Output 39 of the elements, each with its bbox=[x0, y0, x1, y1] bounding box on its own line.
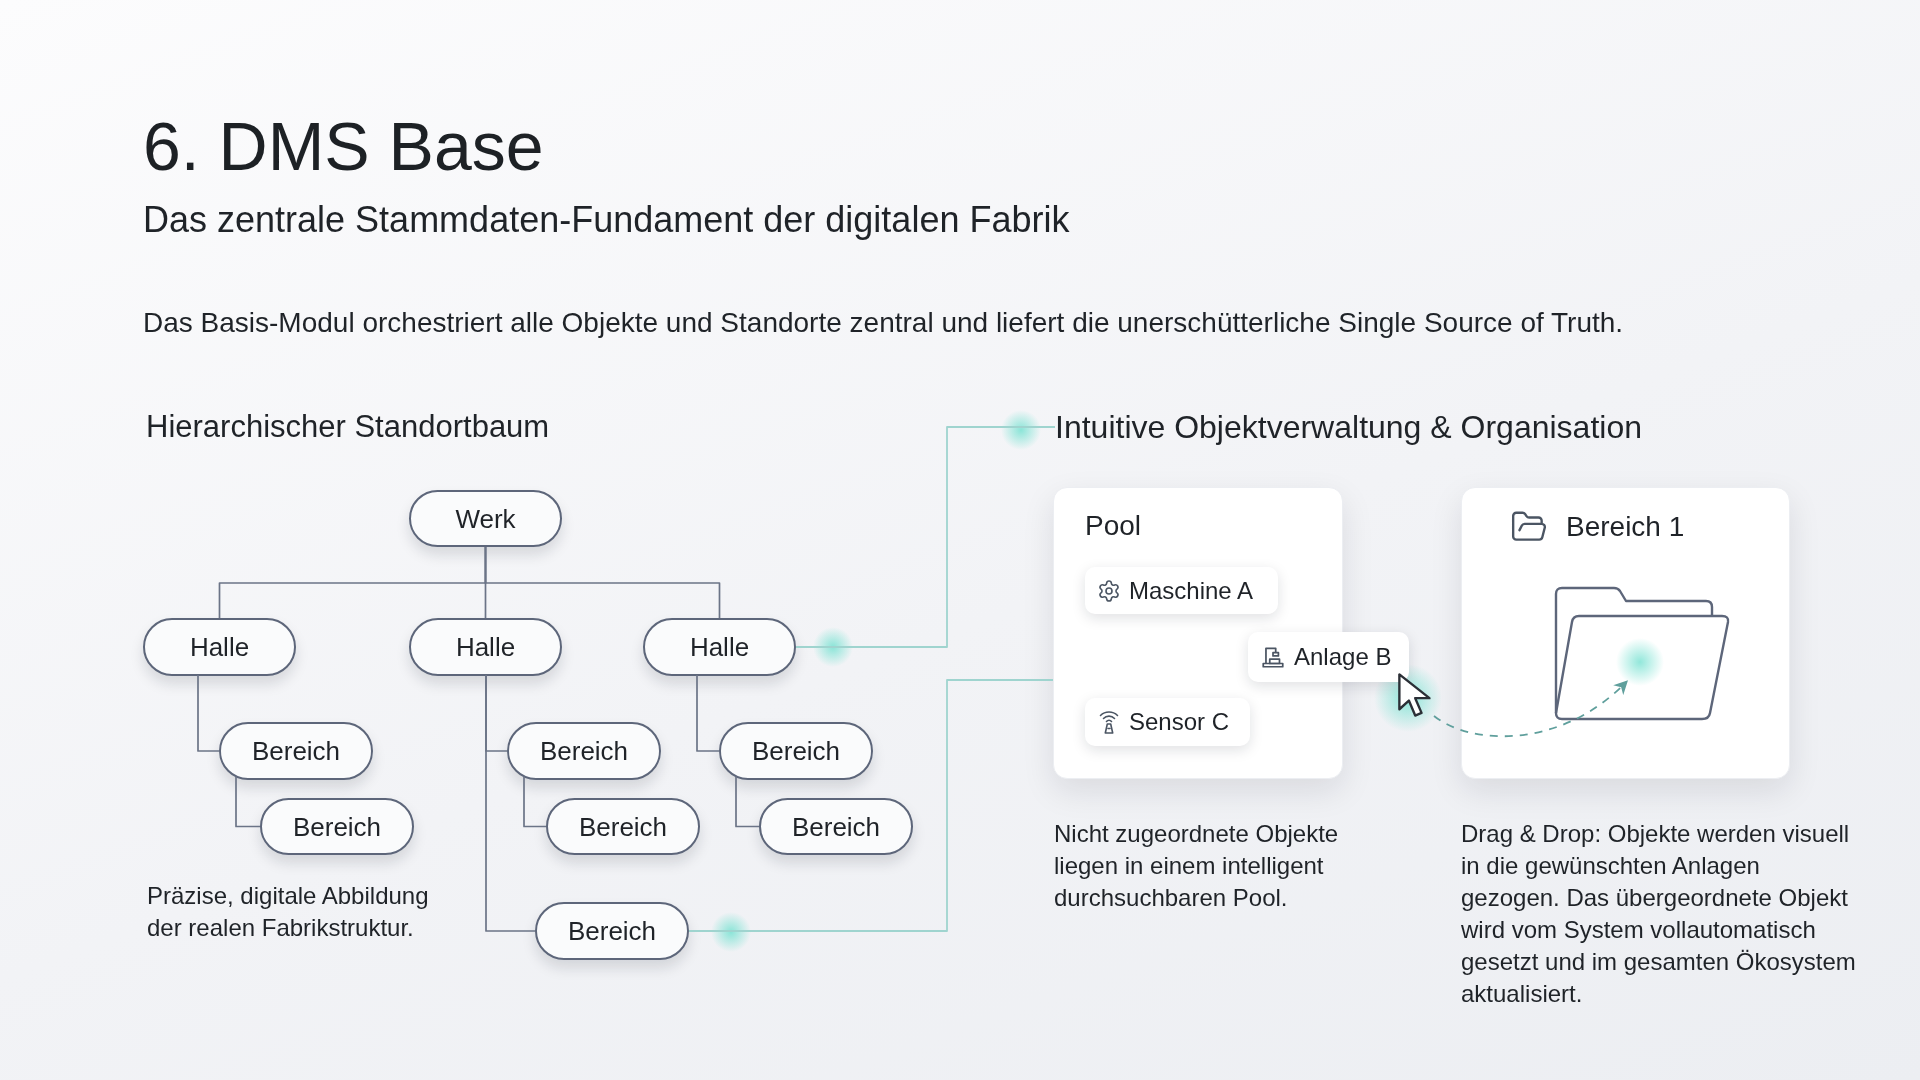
chip-label: Anlage B bbox=[1294, 642, 1392, 672]
subtitle: Das zentrale Stammdaten-Fundament der digitalen Fabrik bbox=[143, 198, 1070, 242]
connector-line bbox=[523, 775, 547, 828]
location-node: Bereich bbox=[546, 798, 700, 855]
section-heading: Intuitive Objektverwaltung & Organisation bbox=[1055, 408, 1642, 446]
object-chip bbox=[1085, 567, 1278, 614]
location-node: Halle bbox=[143, 618, 296, 676]
location-node: Bereich bbox=[719, 722, 873, 780]
dashed-arrow bbox=[1433, 680, 1629, 738]
connector-line bbox=[688, 679, 1054, 932]
location-node: Halle bbox=[643, 618, 796, 676]
connector-line bbox=[197, 674, 220, 752]
location-node: Bereich bbox=[759, 798, 913, 855]
folder-illustration bbox=[1554, 586, 1730, 721]
connector-line bbox=[696, 674, 720, 752]
caption-text: Drag & Drop: Objekte werden visuell in die gewünschten Anlagen gezogen. Das übergeordnete Objekt wird vom System vollautomatisch gesetzt und im gesamten Ökosystem aktualisiert. bbox=[1461, 819, 1857, 1009]
object-chip bbox=[1248, 632, 1409, 682]
location-node: Bereich bbox=[507, 722, 661, 780]
location-node: Werk bbox=[409, 490, 562, 547]
location-node: Bereich bbox=[260, 798, 414, 855]
section-heading: Hierarchischer Standortbaum bbox=[146, 408, 550, 446]
chip-label: Sensor C bbox=[1129, 707, 1230, 737]
title: 6. DMS Base bbox=[143, 112, 544, 180]
card-title: Pool bbox=[1085, 509, 1142, 543]
location-node: Bereich bbox=[535, 902, 689, 960]
panel-card bbox=[1461, 487, 1790, 779]
chip-label: Maschine A bbox=[1129, 575, 1254, 606]
intro-text: Das Basis-Modul orchestriert alle Objekte und Standorte zentral und liefert die unerschütterliche Single Source of Truth. bbox=[143, 306, 1624, 340]
connector-line bbox=[485, 674, 536, 932]
card-title: Bereich 1 bbox=[1566, 510, 1685, 544]
caption-text: Präzise, digitale Abbildung der realen Fabrikstruktur. bbox=[147, 881, 430, 943]
connector-line bbox=[735, 775, 760, 828]
object-chip bbox=[1085, 698, 1250, 746]
location-node: Bereich bbox=[219, 722, 373, 780]
connector-line bbox=[795, 426, 1056, 648]
caption-text: Nicht zugeordnete Objekte liegen in einem intelligent durchsuchbaren Pool. bbox=[1054, 819, 1340, 913]
location-node: Halle bbox=[409, 618, 562, 676]
connector-line bbox=[484, 546, 721, 619]
connector-line bbox=[235, 775, 261, 828]
